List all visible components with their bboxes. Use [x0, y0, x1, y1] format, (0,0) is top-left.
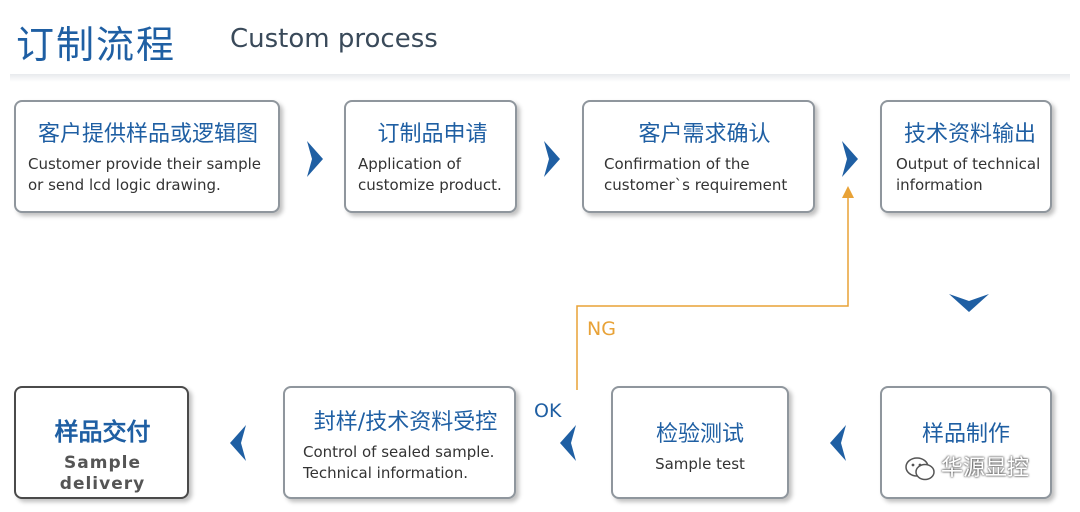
step-desc: Output of technical information [896, 155, 1041, 194]
ng-label: NG [587, 318, 616, 340]
step-inspection-test: 检验测试 Sample test [611, 386, 789, 499]
step-title: 技术资料输出 [903, 122, 1036, 147]
step-desc: Application of customize product. [358, 155, 502, 194]
page-title: 订制流程 [16, 23, 177, 67]
header: 订制流程 Custom process [10, 10, 1070, 82]
step-desc: Sample delivery [59, 453, 146, 494]
step-desc: Sample test [655, 455, 745, 473]
chevron-left-icon [560, 425, 576, 461]
step-customer-sample: 客户提供样品或逻辑图 Customer provide their sample… [14, 100, 280, 213]
step-title: 订制品申请 [377, 122, 488, 147]
step-title: 客户需求确认 [638, 122, 771, 147]
step-sample-production: 样品制作 [880, 386, 1052, 499]
step-technical-output: 技术资料输出 Output of technical information [880, 100, 1052, 213]
step-title: 封样/技术资料受控 [313, 410, 498, 435]
step-confirmation: 客户需求确认 Confirmation of the customer`s re… [582, 100, 815, 213]
chevron-left-icon [230, 425, 246, 461]
page-subtitle: Custom process [230, 24, 438, 54]
step-title: 检验测试 [655, 422, 744, 447]
header-divider [10, 74, 1070, 82]
step-desc: Confirmation of the customer`s requireme… [604, 155, 788, 194]
wechat-icon [905, 457, 935, 481]
step-sample-delivery: 样品交付 Sample delivery [14, 386, 189, 499]
chevron-right-icon [842, 141, 858, 177]
step-application: 订制品申请 Application of customize product. [344, 100, 517, 213]
ok-label: OK [534, 400, 562, 422]
step-sealed-sample-control: 封样/技术资料受控 Control of sealed sample. Tech… [283, 386, 516, 499]
step-desc: Control of sealed sample. Technical info… [303, 443, 495, 482]
ng-feedback-line [576, 186, 854, 390]
chevron-down-icon [949, 294, 989, 312]
step-desc: Customer provide their sample or send lc… [28, 155, 261, 194]
chevron-right-icon [307, 141, 323, 177]
watermark: 华源显控 [905, 450, 1029, 482]
watermark-text: 华源显控 [941, 456, 1030, 481]
step-title: 样品制作 [921, 422, 1010, 447]
step-title: 客户提供样品或逻辑图 [37, 122, 258, 147]
chevron-right-icon [544, 141, 560, 177]
step-title: 样品交付 [54, 418, 151, 446]
chevron-left-icon [830, 425, 846, 461]
